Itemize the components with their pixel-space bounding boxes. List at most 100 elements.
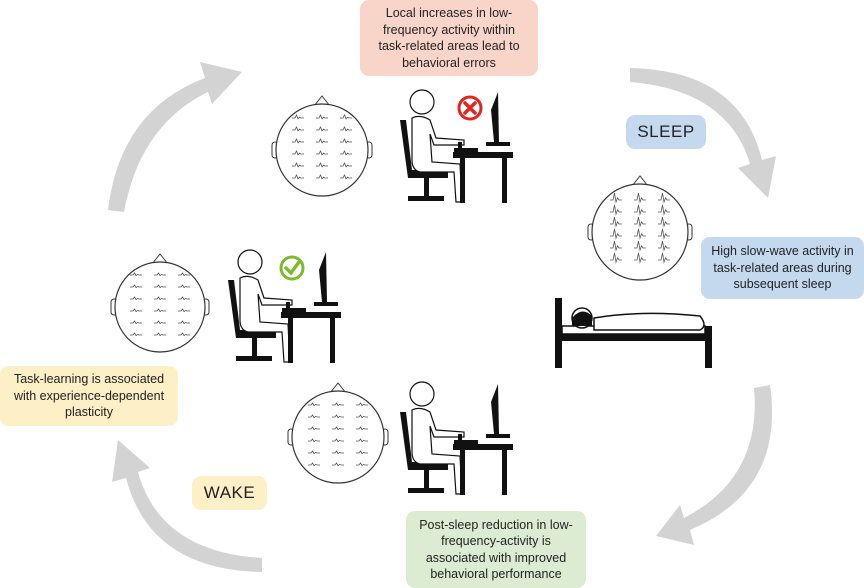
eeg-waveform: [634, 252, 646, 264]
eeg-waveform: [340, 150, 352, 156]
eeg-waveform: [610, 204, 622, 216]
cycle-arrows: [108, 62, 776, 572]
eeg-waveform: [316, 150, 328, 156]
arrow-bottom-right: [656, 385, 773, 545]
head-outline: [291, 390, 385, 484]
eeg-waveform: [154, 308, 166, 313]
eeg-waveform: [292, 138, 304, 144]
eeg-waveform: [658, 192, 670, 204]
eeg-waveform: [610, 240, 622, 252]
eeg-waveform: [332, 462, 344, 467]
eeg-waveform: [340, 138, 352, 144]
person-at-desk-top: [399, 89, 514, 204]
sleep-label: SLEEP: [626, 115, 706, 149]
wake-label: WAKE: [192, 476, 267, 510]
post-sleep-box: Post-sleep reduction in low-frequency-ac…: [406, 511, 586, 588]
eeg-waveform: [292, 126, 304, 132]
eeg-waveform: [332, 414, 344, 419]
eeg-waveform: [292, 162, 304, 168]
wake-errors-box: Local increases in low-frequency activit…: [360, 0, 538, 76]
eeg-waveform: [634, 204, 646, 216]
eeg-waveform: [130, 272, 142, 277]
eeg-waveform: [356, 426, 368, 431]
eeg-waveform: [308, 462, 320, 467]
eeg-waveform: [130, 296, 142, 301]
arrow-top-right: [630, 68, 776, 198]
eeg-waveform: [332, 438, 344, 443]
eeg-waveform: [634, 192, 646, 204]
eeg-waveform: [154, 296, 166, 301]
eeg-waveform: [154, 272, 166, 277]
eeg-waveform: [292, 174, 304, 180]
eeg-waveform: [356, 414, 368, 419]
eeg-waveform: [634, 240, 646, 252]
eeg-waveform: [178, 284, 190, 289]
eeg-waveform: [154, 320, 166, 325]
eeg-waveform: [154, 332, 166, 337]
nose: [329, 382, 347, 394]
eeg-waveform: [316, 126, 328, 132]
x-circle-icon: [457, 95, 483, 121]
eeg-waveform: [332, 426, 344, 431]
eeg-waveform: [634, 228, 646, 240]
person-at-desk-left: [227, 249, 342, 364]
eeg-waveform: [316, 162, 328, 168]
eeg-waveform: [610, 192, 622, 204]
head-outline: [275, 103, 369, 197]
nose: [151, 253, 169, 265]
eeg-waveform: [634, 216, 646, 228]
task-learning-box: Task-learning is associated with experie…: [0, 366, 178, 426]
eeg-waveform: [356, 462, 368, 467]
eeg-waveform: [356, 450, 368, 455]
eeg-waveform: [130, 284, 142, 289]
eeg-waveform: [332, 450, 344, 455]
nose: [313, 95, 331, 107]
arrow-bottom-left: [112, 440, 262, 572]
eeg-waveform: [658, 252, 670, 264]
nose: [631, 175, 649, 187]
eeg-waveform: [178, 308, 190, 313]
eeg-waveform: [308, 438, 320, 443]
eeg-waveform: [292, 114, 304, 120]
eeg-head-sleep: [587, 175, 693, 281]
eeg-waveform: [130, 308, 142, 313]
eeg-waveform: [610, 252, 622, 264]
eeg-waveform: [340, 174, 352, 180]
eeg-waveform: [154, 284, 166, 289]
eeg-waveform: [340, 162, 352, 168]
eeg-waveform: [658, 216, 670, 228]
eeg-waveform: [178, 332, 190, 337]
eeg-waveform: [178, 272, 190, 277]
eeg-waveform: [178, 296, 190, 301]
eeg-waveform: [340, 126, 352, 132]
check-circle-icon: [279, 255, 305, 281]
eeg-waveform: [610, 228, 622, 240]
bed-with-sleeper: [555, 298, 712, 368]
arrow-top-left: [108, 62, 242, 212]
eeg-head-post-sleep: [287, 382, 389, 484]
eeg-waveform: [316, 174, 328, 180]
eeg-waveform: [308, 450, 320, 455]
eeg-waveform: [356, 402, 368, 407]
eeg-waveform: [658, 240, 670, 252]
eeg-waveform: [356, 438, 368, 443]
head-outline: [591, 183, 689, 281]
eeg-head-wake-errors: [271, 95, 373, 197]
eeg-waveform: [658, 204, 670, 216]
eeg-waveform: [610, 216, 622, 228]
eeg-waveform: [130, 332, 142, 337]
eeg-waveform: [316, 138, 328, 144]
eeg-waveform: [308, 414, 320, 419]
eeg-waveform: [178, 320, 190, 325]
eeg-waveform: [340, 114, 352, 120]
eeg-waveform: [308, 426, 320, 431]
eeg-waveform: [332, 402, 344, 407]
eeg-waveform: [308, 402, 320, 407]
eeg-waveform: [292, 150, 304, 156]
slow-wave-box: High slow-wave activity in task-related …: [701, 237, 864, 299]
person-at-desk-bottom: [399, 381, 514, 496]
eeg-head-learning: [110, 253, 210, 353]
eeg-waveform: [130, 320, 142, 325]
eeg-waveform: [316, 114, 328, 120]
